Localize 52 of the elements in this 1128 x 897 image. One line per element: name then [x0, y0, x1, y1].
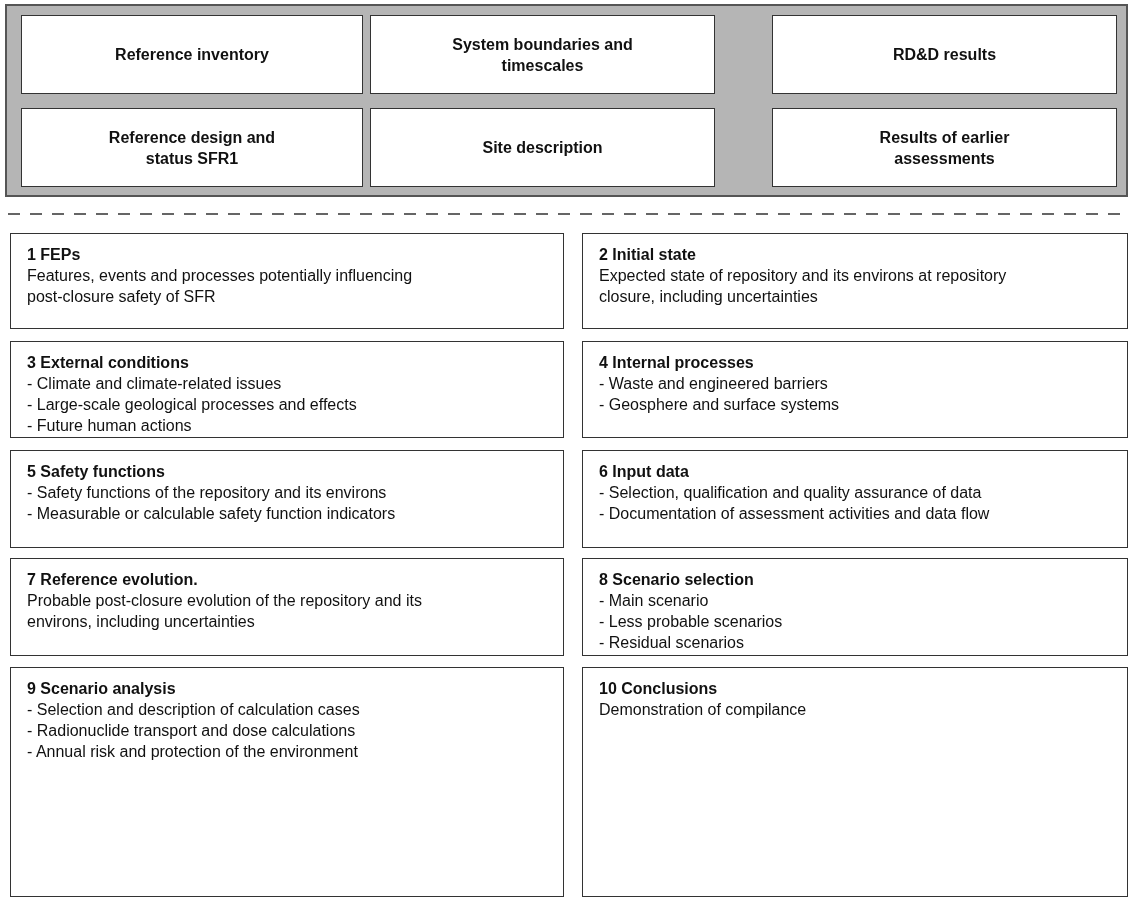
- bullet-item: - Safety functions of the repository and its environs: [27, 483, 388, 503]
- bullet-item: - Less probable scenarios: [599, 612, 784, 632]
- bullet-item: - Climate and climate-related issues: [27, 374, 283, 394]
- step-heading: 5 Safety functions: [27, 462, 166, 482]
- step-box: [10, 450, 564, 548]
- bullet-item: - Selection and description of calculation cases: [27, 700, 361, 720]
- step-heading: 6 Input data: [599, 462, 690, 482]
- step-heading: 9 Scenario analysis: [27, 679, 177, 699]
- step-heading: 1 FEPs: [27, 245, 82, 265]
- step-heading: 3 External conditions: [27, 353, 190, 373]
- input-box: [370, 108, 715, 187]
- bullet-item: - Documentation of assessment activities and data flow: [599, 504, 991, 524]
- box-title: Reference design and status SFR1: [107, 127, 277, 169]
- bullet-item: - Waste and engineered barriers: [599, 374, 829, 394]
- step-heading: 4 Internal processes: [599, 353, 755, 373]
- input-box: [370, 15, 715, 94]
- step-box: [10, 233, 564, 329]
- step-description: Demonstration of compilance: [599, 700, 808, 720]
- step-box: [10, 341, 564, 438]
- step-description: Features, events and processes potentially influencing post-closure safety of SFR: [27, 266, 414, 307]
- step-description: Expected state of repository and its environs at repository closure, including uncertainties: [599, 266, 1008, 307]
- input-box: [772, 108, 1117, 187]
- input-box: [21, 108, 363, 187]
- input-panel: [5, 4, 1128, 197]
- bullet-item: - Annual risk and protection of the environment: [27, 742, 359, 762]
- step-box: [582, 558, 1128, 656]
- bullet-item: - Main scenario: [599, 591, 710, 611]
- step-description: Probable post-closure evolution of the repository and its environs, including uncertainties: [27, 591, 423, 632]
- box-title: Reference inventory: [115, 45, 269, 65]
- input-box: [21, 15, 363, 94]
- step-box: [582, 341, 1128, 438]
- step-box: [582, 233, 1128, 329]
- box-title: RD&D results: [892, 45, 997, 65]
- step-box: [582, 667, 1128, 897]
- box-title: System boundaries and timescales: [451, 34, 634, 76]
- bullet-item: - Radionuclide transport and dose calculations: [27, 721, 357, 741]
- step-box: [10, 667, 564, 897]
- box-title: Site description: [482, 138, 603, 158]
- bullet-item: - Measurable or calculable safety function indicators: [27, 504, 397, 524]
- step-heading: 8 Scenario selection: [599, 570, 755, 590]
- bullet-item: - Large-scale geological processes and effects: [27, 395, 358, 415]
- box-title: Results of earlier assessments: [878, 127, 1011, 169]
- bullet-item: - Future human actions: [27, 416, 193, 436]
- step-heading: 10 Conclusions: [599, 679, 719, 699]
- bullet-item: - Geosphere and surface systems: [599, 395, 841, 415]
- step-box: [582, 450, 1128, 548]
- bullet-item: - Residual scenarios: [599, 633, 745, 653]
- bullet-item: - Selection, qualification and quality assurance of data: [599, 483, 983, 503]
- input-box: [772, 15, 1117, 94]
- step-heading: 7 Reference evolution.: [27, 570, 199, 590]
- step-heading: 2 Initial state: [599, 245, 697, 265]
- step-box: [10, 558, 564, 656]
